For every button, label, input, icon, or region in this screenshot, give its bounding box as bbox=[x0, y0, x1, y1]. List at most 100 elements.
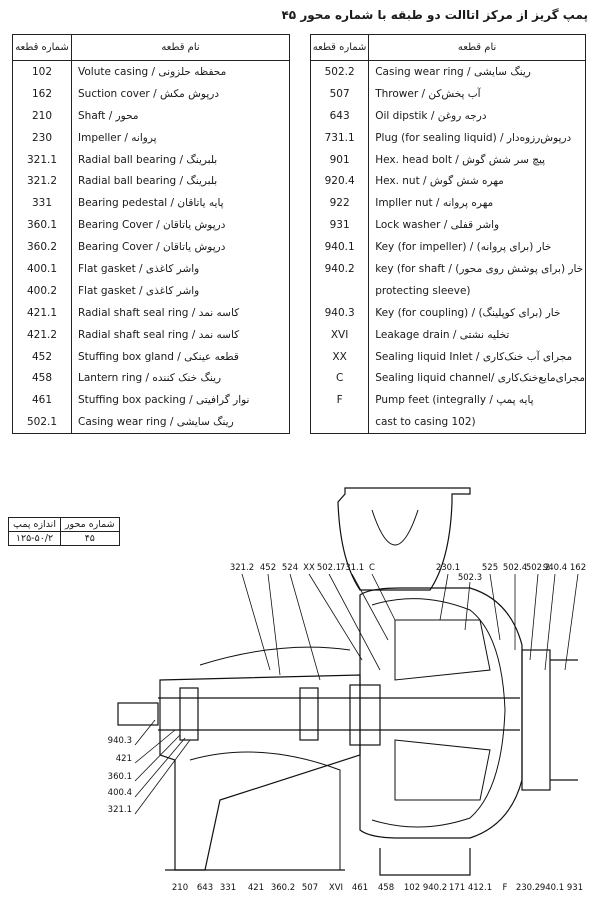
part-name-cell: Sealing liquid Inlet / مجرای آب خنک‌کاری bbox=[368, 345, 586, 368]
part-number-cell: 452 bbox=[12, 345, 72, 368]
callout-label: 321.1 bbox=[108, 805, 132, 815]
part-number-cell bbox=[309, 411, 370, 435]
part-name-cell: Hex. head bolt / پیچ سر شش گوش bbox=[368, 148, 586, 171]
callout-label: 461 bbox=[352, 883, 368, 893]
callout-label: XX bbox=[303, 563, 315, 573]
part-name-cell: Bearing pedestal / پایه یاتاقان bbox=[71, 192, 290, 215]
callout-label: 502.2 bbox=[526, 563, 550, 573]
column-header-part-name: نام قطعه bbox=[368, 34, 586, 61]
callout-label: 171 bbox=[449, 883, 465, 893]
callout-label: 321.2 bbox=[230, 563, 254, 573]
callout-label: 502.4 bbox=[503, 563, 527, 573]
table-row: protecting sleeve) bbox=[309, 279, 586, 302]
column-header-part-number: شماره قطعه bbox=[12, 34, 72, 61]
size-box-size-value: ۱۲۵-۵۰/۲ bbox=[8, 531, 61, 546]
part-number-cell: 458 bbox=[12, 367, 72, 390]
part-name-cell: Key (for coupling) / خار (برای کوپلینگ) bbox=[368, 301, 586, 324]
part-name-cell: Volute casing / محفظه حلزونی bbox=[71, 60, 290, 83]
part-number-cell: 940.2 bbox=[309, 258, 370, 280]
callout-label: 230.1 bbox=[436, 563, 460, 573]
part-name-cell: Flat gasket / واشر کاغذی bbox=[71, 279, 290, 302]
part-name-cell: Bearing Cover / درپوش یاتاقان bbox=[71, 236, 290, 259]
part-number-cell: C bbox=[309, 367, 370, 390]
part-number-cell: 940.3 bbox=[309, 301, 370, 324]
part-number-cell: 502.2 bbox=[309, 60, 370, 83]
part-name-cell: Suction cover / درپوش مکش bbox=[71, 82, 290, 105]
callout-label: 931 bbox=[567, 883, 583, 893]
table-row: cast to casing 102) bbox=[309, 411, 586, 435]
part-number-cell: 502.1 bbox=[12, 411, 72, 435]
callout-label: 502.3 bbox=[458, 573, 482, 583]
part-number-cell bbox=[309, 279, 370, 302]
callout-label: 524 bbox=[282, 563, 298, 573]
part-number-cell: 360.1 bbox=[12, 214, 72, 237]
part-name-cell: Pump feet (integrally / پایه پمپ bbox=[368, 389, 586, 412]
part-name-cell: Plug (for sealing liquid) / درپوش‌رزوه‌د… bbox=[368, 126, 586, 149]
part-number-cell: 331 bbox=[12, 192, 72, 215]
callout-label: 458 bbox=[378, 883, 394, 893]
part-name-cell: Sealing liquid channel/ مجرای‌مایع‌خنک‌ک… bbox=[368, 367, 586, 390]
callout-label: 525 bbox=[482, 563, 498, 573]
part-name-cell: key (for shaft / خار (برای پوشش روی محور… bbox=[368, 258, 586, 280]
part-number-cell: 507 bbox=[309, 82, 370, 105]
part-number-cell: 940.1 bbox=[309, 236, 370, 259]
part-name-cell: Radial ball bearing / بلبرینگ bbox=[71, 148, 290, 171]
callout-label: 210 bbox=[172, 883, 188, 893]
part-name-cell: Lantern ring / رینگ خنک کننده bbox=[71, 367, 290, 390]
part-number-cell: 162 bbox=[12, 82, 72, 105]
part-name-cell: Bearing Cover / درپوش یاتاقان bbox=[71, 214, 290, 237]
column-header-part-number: شماره قطعه bbox=[309, 34, 370, 61]
part-number-cell: 400.1 bbox=[12, 258, 72, 280]
part-number-cell: 102 bbox=[12, 60, 72, 83]
part-number-cell: 321.2 bbox=[12, 170, 72, 193]
part-name-cell: cast to casing 102) bbox=[368, 411, 586, 435]
part-name-cell: Casing wear ring / رینگ سایشی bbox=[368, 60, 586, 83]
callout-label: 230.2 bbox=[516, 883, 540, 893]
part-number-cell: F bbox=[309, 389, 370, 412]
part-name-cell: Radial shaft seal ring / کاسه نمد bbox=[71, 301, 290, 324]
part-name-cell: Hex. nut / مهره شش گوش bbox=[368, 170, 586, 193]
callout-label: 102 bbox=[404, 883, 420, 893]
callout-label: 162 bbox=[570, 563, 586, 573]
part-number-cell: 421.1 bbox=[12, 301, 72, 324]
part-name-cell: Lock washer / واشر قفلی bbox=[368, 214, 586, 237]
part-name-cell: Leakage drain / تخلیه نشتی bbox=[368, 323, 586, 346]
part-number-cell: 643 bbox=[309, 104, 370, 127]
column-header-part-name: نام قطعه bbox=[71, 34, 290, 61]
callout-label: 731.1 bbox=[340, 563, 364, 573]
part-name-cell: Casing wear ring / رینگ سایشی bbox=[71, 411, 290, 435]
part-name-cell: Impeller / پروانه bbox=[71, 126, 290, 149]
drawing-body bbox=[117, 487, 578, 876]
part-number-cell: 360.2 bbox=[12, 236, 72, 259]
callout-label: 421 bbox=[116, 754, 132, 764]
